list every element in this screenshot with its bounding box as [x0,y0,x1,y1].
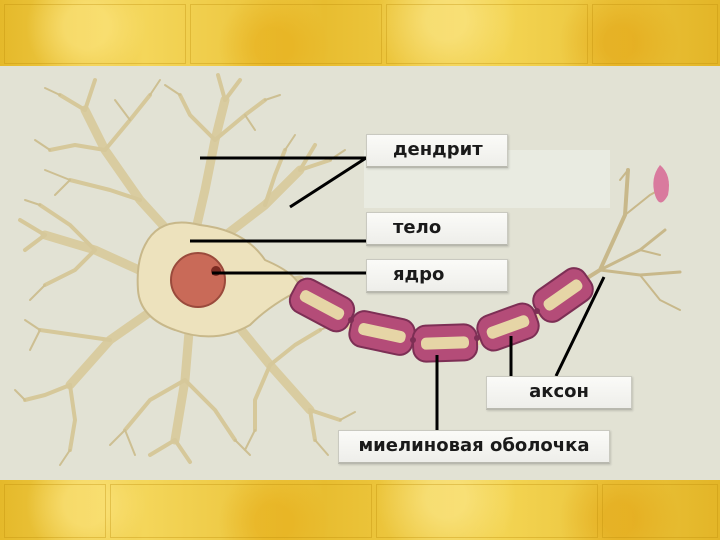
label-body: тело [366,212,508,246]
label-axon: аксон [486,376,632,410]
myelin-segment [285,274,358,336]
label-dendrite: дендрит [366,134,508,168]
label-myelin: миелиновая оболочка [338,430,610,464]
myelin-segment [347,309,417,358]
myelin-segment [412,324,477,362]
myelin-segment [474,300,543,354]
label-nucleus: ядро [366,259,508,293]
decorative-frame-bottom [0,480,720,540]
synapse-terminal [653,165,669,203]
nucleus [171,253,225,307]
